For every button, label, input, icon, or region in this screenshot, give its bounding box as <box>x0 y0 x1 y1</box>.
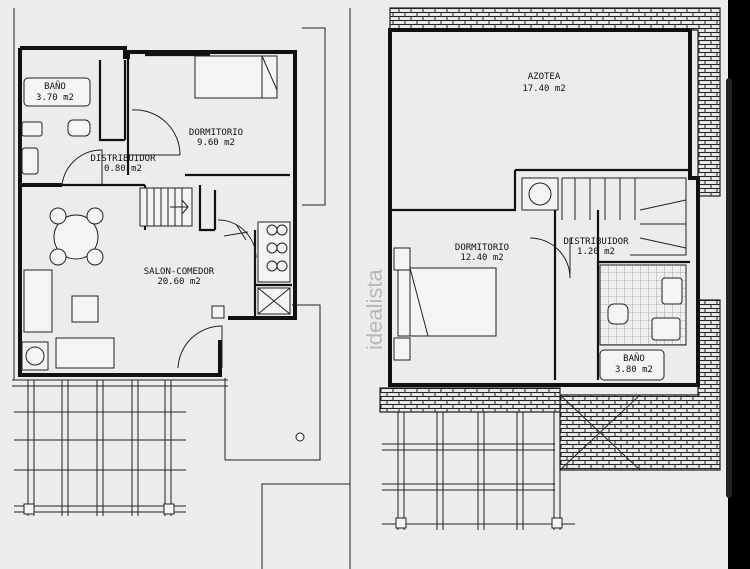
living-dining-area: 20.60 m2 <box>157 277 200 287</box>
kitchen-fittings <box>257 221 291 315</box>
ground-floor-west-walls <box>18 48 222 377</box>
side-terrace-outline <box>302 27 326 206</box>
upper-distributor-name: DISTRIBUIDOR <box>563 237 629 247</box>
nightstand-top <box>393 247 411 271</box>
upper-bedroom-area: 12.40 m2 <box>460 253 503 263</box>
bedroom-door-swing <box>130 109 181 156</box>
bathtub <box>23 77 91 107</box>
garden-light <box>295 432 305 442</box>
bed-pillow <box>261 55 278 99</box>
room-labels: BAÑO 3.70 m2 DORMITORIO 9.60 m2 DISTRIBU… <box>36 72 653 375</box>
sofa <box>23 269 53 333</box>
upper-bed <box>397 267 497 337</box>
upper-distributor-area: 1.20 m2 <box>577 247 615 257</box>
ground-distributor-area: 0.80 m2 <box>104 164 142 174</box>
upper-washbasin <box>661 277 683 305</box>
front-terrace-outline <box>224 304 321 461</box>
kitchen-partitions <box>253 230 292 318</box>
upper-bathroom-area: 3.80 m2 <box>615 365 653 375</box>
entrance-door-swing <box>177 325 223 369</box>
ground-bedroom-name: DORMITORIO <box>189 128 243 138</box>
bedroom-partitions <box>98 53 290 177</box>
upper-bathroom-name: BAÑO <box>623 353 645 364</box>
washbasin <box>21 147 39 175</box>
dining-set <box>49 207 104 266</box>
bed <box>194 55 278 99</box>
watermark-text: idealista <box>362 269 387 350</box>
upper-floor-partitions <box>553 210 690 380</box>
toilet <box>67 119 91 137</box>
garden-boundary <box>261 483 350 569</box>
terrace-parapet <box>390 168 690 212</box>
ground-floor-exterior-walls <box>20 46 297 320</box>
upper-bed-pillow <box>409 267 429 337</box>
roof-tiles-front <box>379 387 561 413</box>
ground-bathroom-name: BAÑO <box>44 81 66 92</box>
bidet <box>21 121 43 137</box>
coffee-table <box>71 295 99 323</box>
ground-distributor-name: DISTRIBUIDOR <box>90 154 156 164</box>
roof-ridge-lines <box>559 394 641 471</box>
roof-tiles-top <box>389 7 721 197</box>
scrollbar-thumb[interactable] <box>726 78 732 498</box>
living-dining-name: SALON-COMEDOR <box>144 267 215 277</box>
terrace-area: 17.40 m2 <box>522 84 565 94</box>
terrace-name: AZOTEA <box>528 72 561 82</box>
upper-toilet <box>607 303 629 325</box>
upper-bedroom-name: DORMITORIO <box>455 243 509 253</box>
upper-bidet <box>651 317 681 341</box>
upper-bathtub <box>599 349 665 381</box>
upper-floor-exterior-walls <box>388 28 700 387</box>
column <box>211 305 225 319</box>
ground-floor-pergola <box>12 379 228 516</box>
armchairs <box>55 337 115 369</box>
upper-floor-plan <box>379 7 721 530</box>
upper-floor-stairs <box>561 177 687 256</box>
ground-bedroom-area: 9.60 m2 <box>197 138 235 148</box>
ground-bathroom-area: 3.70 m2 <box>36 93 74 103</box>
ground-floor-plan <box>12 8 351 569</box>
ground-floor-stairs <box>139 187 257 259</box>
nightstand-bottom <box>393 337 411 361</box>
distributor-door-swing <box>61 149 103 186</box>
upper-bedroom-door-swing <box>529 237 571 279</box>
upper-floor-pergola <box>382 412 575 530</box>
